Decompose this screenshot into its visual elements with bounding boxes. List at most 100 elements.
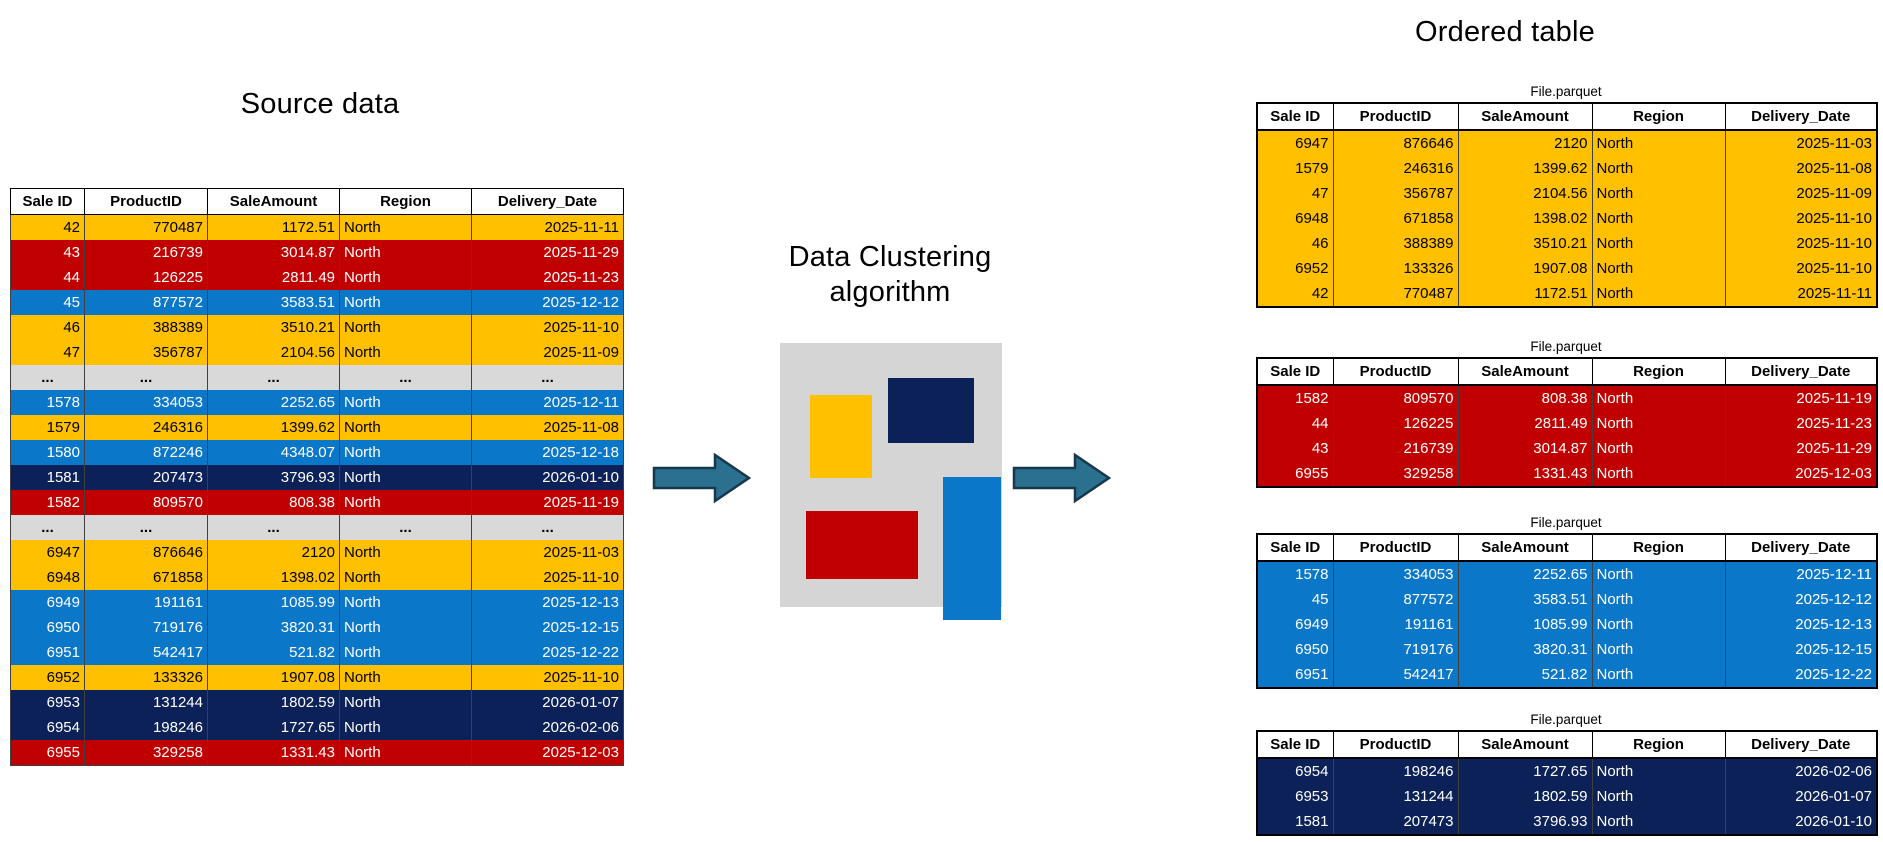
cell: 2811.49 [1457,411,1593,436]
cell: 2025-12-11 [471,390,624,415]
cell: North [339,490,472,515]
cell: North [1591,561,1726,587]
column-header: ProductID [84,188,208,215]
cell: North [339,690,472,715]
cell: 2104.56 [1457,181,1593,206]
cell: 521.82 [207,640,340,665]
cell: 1582 [10,490,85,515]
cell: 671858 [1332,206,1459,231]
cell: North [1591,206,1726,231]
cell: 42 [1256,281,1334,307]
cell: 6953 [1256,784,1334,809]
cell: 3820.31 [207,615,340,640]
column-header: SaleAmount [207,188,340,215]
cell: 1802.59 [207,690,340,715]
file-caption: File.parquet [1530,339,1602,354]
cell: 671858 [84,565,208,590]
cell: 2026-02-06 [1724,758,1878,784]
cell: 2025-11-11 [1724,281,1878,307]
cell: 6952 [10,665,85,690]
cell: 6954 [1256,758,1334,784]
column-header: ProductID [1332,357,1459,386]
cell: 46 [1256,231,1334,256]
cell: ... [10,515,85,540]
column-header: ProductID [1332,102,1459,131]
cell: North [1591,411,1726,436]
cell: 1581 [10,465,85,490]
cell: 198246 [84,715,208,740]
cell: 542417 [84,640,208,665]
cell: 2025-11-23 [471,265,624,290]
cell: 2025-12-22 [471,640,624,665]
cell: 2025-11-19 [471,490,624,515]
cell: 246316 [84,415,208,440]
cell: 356787 [84,340,208,365]
cell: 131244 [84,690,208,715]
cell: 43 [1256,436,1334,461]
cell: 2025-11-10 [471,315,624,340]
cell: 770487 [1332,281,1459,307]
cell: ... [10,365,85,390]
cell: North [1591,587,1726,612]
column-header: Sale ID [1256,533,1334,562]
cell: North [1591,662,1726,688]
column-header: ProductID [1332,730,1459,759]
cluster-rect-blue [943,477,1001,620]
column-header: SaleAmount [1457,357,1593,386]
cell: North [1591,281,1726,307]
cell: 6947 [1256,130,1334,156]
cell: 2025-11-10 [471,665,624,690]
cell: 246316 [1332,156,1459,181]
cell: 329258 [84,740,208,766]
cell: 2025-11-11 [471,214,624,240]
flow-arrow-left-icon [652,452,752,504]
cell: 1582 [1256,385,1334,411]
cell: North [339,315,472,340]
cell: North [339,540,472,565]
cell: 2025-11-09 [471,340,624,365]
ellipsis-row: ............... [10,365,624,390]
column-header: Region [1591,357,1726,386]
cell: 2025-11-09 [1724,181,1878,206]
cell: 126225 [84,265,208,290]
column-header: Delivery_Date [1724,730,1878,759]
cell: ... [84,515,208,540]
column-header: Delivery_Date [1724,533,1878,562]
cell: 3510.21 [207,315,340,340]
cell: North [1591,256,1726,281]
cell: 2811.49 [207,265,340,290]
cell: 719176 [1332,637,1459,662]
cell: 1398.02 [207,565,340,590]
cell: North [339,565,472,590]
cell: North [1591,130,1726,156]
cell: 1578 [1256,561,1334,587]
cell: 1578 [10,390,85,415]
column-header: Delivery_Date [471,188,624,215]
cell: 3796.93 [1457,809,1593,835]
cell: North [339,390,472,415]
cell: ... [84,365,208,390]
cell: North [339,590,472,615]
cell: 6950 [10,615,85,640]
cell: 2025-11-10 [1724,206,1878,231]
